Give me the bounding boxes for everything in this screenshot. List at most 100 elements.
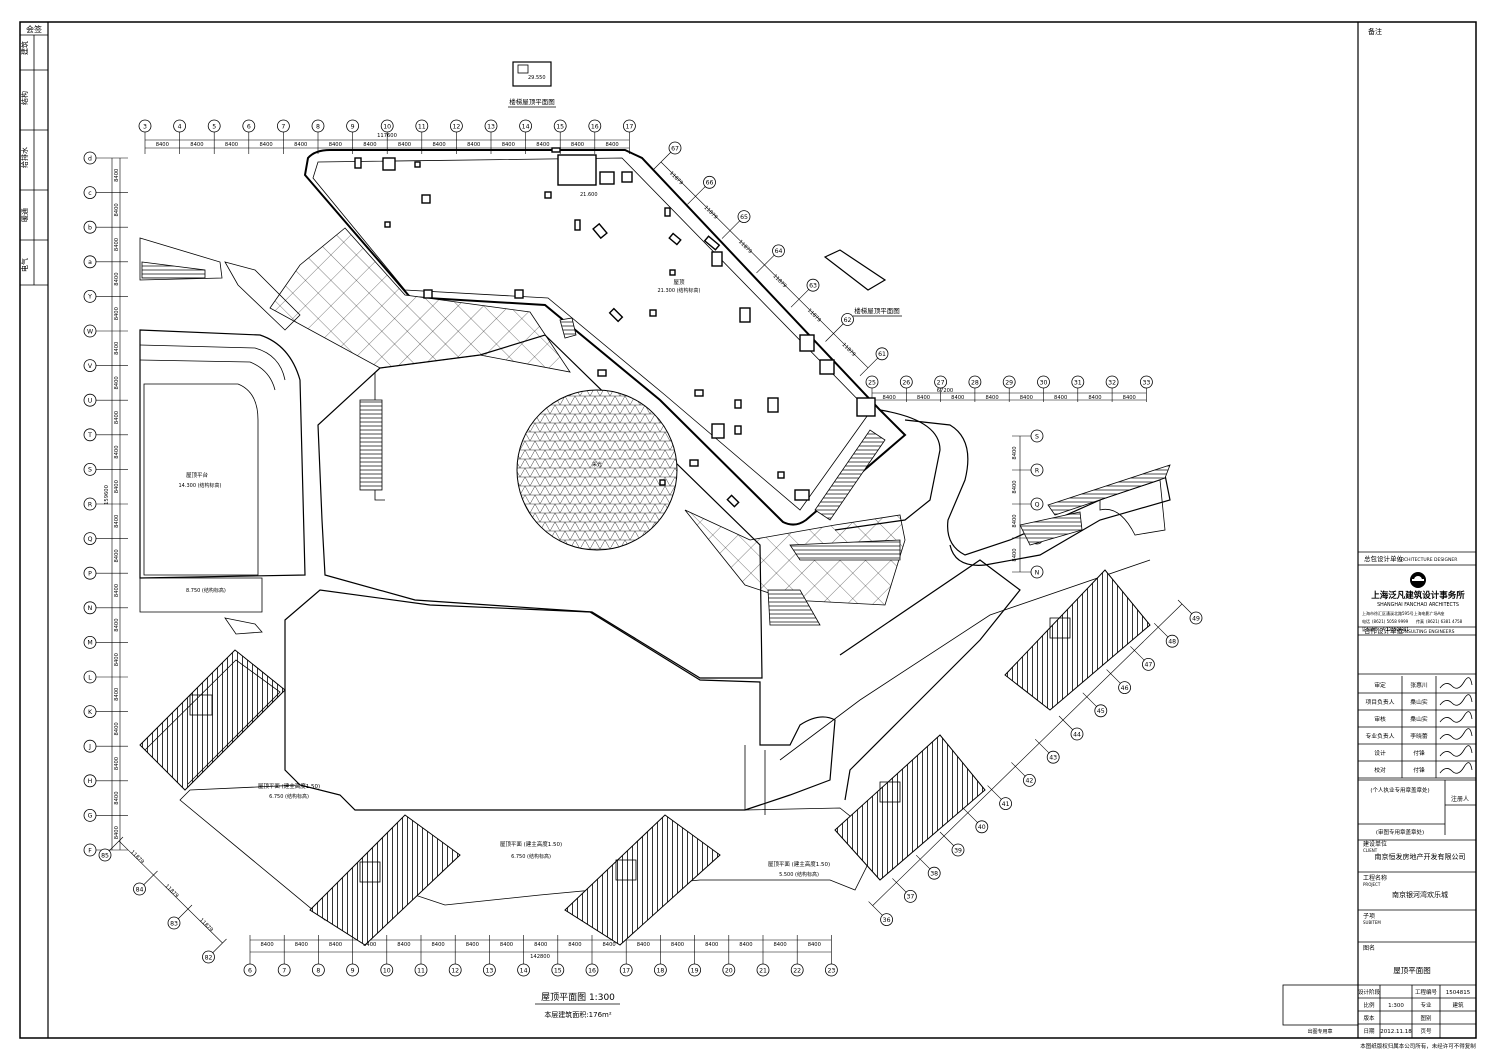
firm-logo-icon [1410,572,1426,588]
subitem-label-en: SUBITEM [1363,920,1381,925]
bottom-dim-10: 8400 [602,942,615,948]
diag-left-axis-line [212,938,227,954]
bottom-axis-11-label: 11 [417,967,425,974]
diag-upper-axis-67-bubble [668,141,682,155]
left-axis-F-label: F [88,847,92,854]
left-axis-N-label: N [88,605,93,612]
roof-plan: 采光 [139,61,1171,946]
client-label: 建设单位 [1363,840,1387,848]
diag-upper-axis-61-label: 61 [878,351,886,358]
info-scale-label: 比例 [1363,1001,1375,1009]
diag-right-axis-47-bubble [1142,658,1155,671]
top-dim-6: 8400 [363,142,376,148]
bottom-axis-23-label: 23 [827,967,835,974]
hatched-terrace-east [684,509,906,606]
signoff-table: 审定张惠川项目负责人桑山实审核桑山实专业负责人李晓蕾设计付锋校对付锋 [1358,676,1476,779]
left-dim-10: 8400 [114,515,120,528]
diag-upper-axis-line [756,254,775,274]
left-dim-14: 8400 [114,653,120,666]
east-ramp [904,419,1171,566]
right-v-axis-Q-label: Q [1035,501,1040,508]
right-dim-6: 8400 [1088,395,1101,401]
top-axis-7-label: 7 [281,123,285,130]
diag-upper-axis-64-label: 64 [775,248,783,255]
diag-upper-axis-line [721,220,741,239]
signoff-name: 桑山实 [1410,715,1428,723]
bottom-axis-13-label: 13 [485,967,493,974]
info-date-label: 日期 [1363,1028,1375,1035]
top-axis-6-label: 6 [247,123,251,130]
diag-left-dim-1: 11879 [163,883,179,899]
left-axis-W-label: W [87,328,93,335]
diag-upper-axis-61-bubble [875,347,889,361]
left-dim-6: 8400 [114,376,120,389]
info-date: 2012.11.18 [1380,1029,1412,1035]
top-axis-11-label: 11 [418,123,426,130]
west-podium-outline [139,329,306,579]
west-stair [141,261,206,279]
personal-seal-label: (个人执业专用章盖章处) [1370,786,1429,794]
bottom-dim-1: 8400 [295,942,308,948]
right-axis-27-label: 27 [937,379,945,386]
central-court-outline [317,334,763,679]
diag-right-axis-line [1034,738,1050,754]
diag-right-axis-line [915,854,931,870]
countersign-row-4: 暖通 [20,208,29,222]
bottom-axis-21-label: 21 [759,967,767,974]
bottom-dim-13: 8400 [705,942,718,948]
left-axis-S-label: S [88,467,92,474]
diag-left-axis-83-bubble [167,916,181,930]
bottom-axis-8-label: 8 [316,967,320,974]
diagonal-stair-2 [789,539,901,561]
diag-upper-axis-62-label: 62 [844,317,852,324]
countersign-row-5: 电气 [20,258,29,272]
right-axis-31-label: 31 [1074,379,1082,386]
top-dim-10: 8400 [502,142,515,148]
right-dim-1: 8400 [917,395,930,401]
client-name: 南京恒发房地产开发有限公司 [1375,852,1466,861]
roof-label-1-elev: 21.300 (结构标高) [658,287,701,294]
signoff-role: 专业负责人 [1366,732,1395,740]
subitem-label: 子项 [1363,913,1375,920]
left-axis-P-label: P [88,571,92,578]
right-axis-25-label: 25 [868,379,876,386]
diag-right-axis-43-label: 43 [1049,755,1057,762]
approver-label: 注册人 [1451,795,1469,803]
diag-right-axis-line [1106,669,1121,684]
diag-right-axis-39-label: 39 [954,847,962,854]
signature-mark [1439,762,1473,774]
project-label-en: PROJECT [1363,882,1381,887]
left-axis-V-label: V [88,363,93,370]
countersign-row-1: 建筑 [20,41,29,55]
pavilion-4 [834,734,986,881]
diag-left-axis-82-label: 82 [205,954,213,961]
diag-upper-axis-63-label: 63 [809,283,817,290]
left-dim-8: 8400 [114,445,120,458]
right-dim-4: 8400 [1020,395,1033,401]
sheet-outer-border [19,21,1477,1039]
title-block: 备注 总包设计单位 ARCHITECTURE DESIGNER 上海泛凡建筑设计… [1282,27,1476,1038]
right-v-dim-1: 8400 [1012,480,1018,493]
drawing-name: 屋顶平面图 [1393,966,1431,975]
left-dim-5: 8400 [114,342,120,355]
bottom-axis-12-label: 12 [451,967,459,974]
south-lower-roof [179,784,881,921]
diag-upper-dim-5: 11879 [840,342,856,358]
left-dim-12: 8400 [114,584,120,597]
diag-right-axis-45-bubble [1094,704,1108,718]
bottom-axis-20-label: 20 [725,967,733,974]
diag-right-axis-41-bubble [999,797,1012,810]
diag-right-axis-40-bubble [975,820,989,834]
top-dim-9: 8400 [467,142,480,148]
signoff-name: 李晓蕾 [1410,732,1428,740]
top-axis-13-label: 13 [487,123,495,130]
firm-tel-label: 电话 [1362,618,1370,624]
diag-right-axis-45-label: 45 [1097,708,1105,715]
top-dim-7: 8400 [398,142,411,148]
signoff-role: 校对 [1374,766,1386,774]
diag-right-axis-49-bubble [1189,611,1203,625]
top-dim-5: 8400 [329,142,342,148]
